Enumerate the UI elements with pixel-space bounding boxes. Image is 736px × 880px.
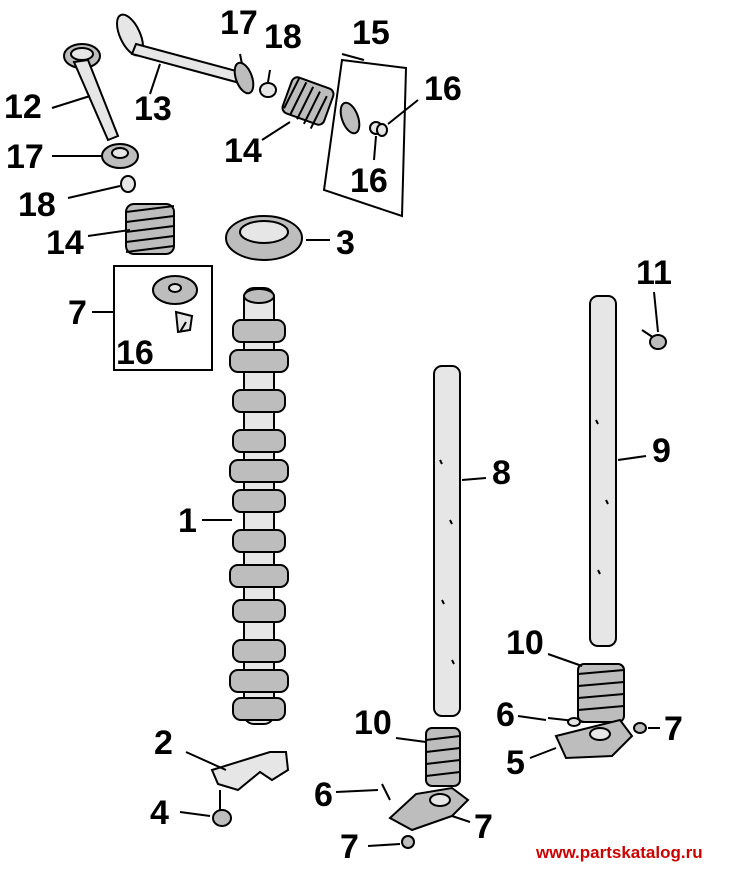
camshaft-lobe	[232, 697, 286, 721]
part-2-bracket	[210, 751, 290, 792]
part-1-camshaft	[229, 287, 289, 725]
callout-11: 11	[636, 254, 672, 292]
leader-lines	[51, 53, 660, 847]
callout-9: 9	[652, 432, 671, 470]
callout-7-kit: 7	[68, 294, 87, 332]
camshaft-lobe	[232, 319, 286, 343]
part-14-spring-left	[125, 203, 175, 255]
callout-12: 12	[4, 88, 42, 126]
part-17-retainer-upper	[233, 61, 255, 95]
part-18-keeper-upper	[259, 82, 277, 98]
camshaft-lobe	[229, 459, 289, 483]
callout-2: 2	[154, 724, 173, 762]
callout-13: 13	[134, 90, 172, 128]
callout-18-upper: 18	[264, 18, 302, 56]
callout-1: 1	[178, 502, 197, 540]
part-18-keeper-left	[120, 175, 136, 193]
callout-6-right: 6	[496, 696, 515, 734]
callout-18-left: 18	[18, 186, 56, 224]
part-9-pushrod	[589, 295, 617, 647]
callout-17-left: 17	[6, 138, 44, 176]
camshaft-end	[243, 288, 275, 304]
part-7-nut-right	[633, 722, 647, 734]
callout-16-left-kit: 16	[116, 334, 154, 372]
part-11-bolt	[641, 329, 667, 350]
callout-8: 8	[492, 454, 511, 492]
camshaft-lobe	[232, 599, 286, 623]
callout-17-upper: 17	[220, 4, 258, 42]
camshaft-lobe	[229, 564, 289, 588]
callout-5: 5	[506, 744, 525, 782]
part-8-pushrod	[433, 365, 461, 717]
camshaft-lobe	[232, 489, 286, 513]
camshaft-lobe	[232, 639, 286, 663]
part-10-spring-right	[577, 663, 625, 723]
callout-7-right: 7	[664, 710, 683, 748]
camshaft-lobe	[232, 529, 286, 553]
camshaft-lobe	[232, 429, 286, 453]
callout-7-center-right: 7	[474, 808, 493, 846]
part-6-pin-center	[381, 783, 391, 801]
camshaft-lobe	[229, 669, 289, 693]
part-5-rocker-arm	[554, 718, 634, 760]
callout-10-center: 10	[354, 704, 392, 742]
callout-15: 15	[352, 14, 390, 52]
part-17-retainer-left	[101, 143, 139, 169]
callout-4: 4	[150, 794, 169, 832]
part-7-kit-box	[113, 265, 213, 371]
camshaft-lobe	[232, 389, 286, 413]
callout-labels: 1 2 3 4 5 6 6 7 7 7 7 8 9 10 10 11 12 13…	[4, 4, 683, 866]
part-4-bolt	[212, 790, 232, 827]
part-6-pin-right	[547, 717, 585, 727]
callout-16-upper-right: 16	[424, 70, 462, 108]
part-3-ring	[225, 215, 303, 261]
callout-16-kit-box: 16	[350, 162, 388, 200]
callout-7-center-bottom: 7	[340, 828, 359, 866]
callout-6-center: 6	[314, 776, 333, 814]
callout-14-upper: 14	[224, 132, 262, 170]
part-7-rocker-center	[388, 786, 470, 849]
part-14-spring-upper	[281, 76, 335, 130]
callout-3: 3	[336, 224, 355, 262]
watermark-text: www.partskatalog.ru	[535, 843, 703, 862]
part-10-spring-center	[425, 727, 461, 787]
callout-14-left: 14	[46, 224, 84, 262]
part-15-kit-box	[322, 58, 408, 218]
part-12-valve	[63, 43, 120, 142]
camshaft-lobe	[229, 349, 289, 373]
callout-10-right: 10	[506, 624, 544, 662]
